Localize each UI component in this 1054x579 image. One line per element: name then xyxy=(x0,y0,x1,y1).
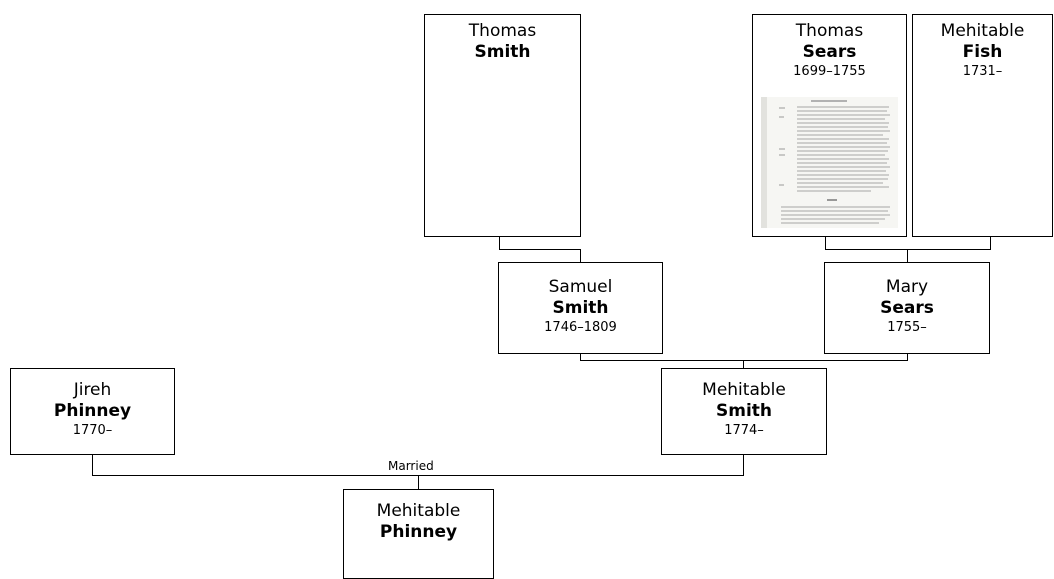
connector-line xyxy=(499,237,500,250)
person-card-mehitable-fish[interactable]: Mehitable Fish 1731– xyxy=(912,14,1053,237)
surname: Sears xyxy=(880,298,934,318)
person-card-mary-sears[interactable]: Mary Sears 1755– xyxy=(824,262,990,354)
connector-line xyxy=(580,249,581,262)
given-name: Mehitable xyxy=(702,380,786,400)
life-dates: 1774– xyxy=(724,423,764,438)
surname: Smith xyxy=(474,42,531,62)
surname: Fish xyxy=(962,42,1003,62)
surname: Smith xyxy=(552,298,609,318)
person-card-mehitable-phinney[interactable]: Mehitable Phinney xyxy=(343,489,494,579)
given-name: Samuel xyxy=(548,277,613,297)
life-dates: 1699–1755 xyxy=(793,64,866,79)
connector-line xyxy=(825,237,826,250)
connector-line xyxy=(907,354,908,361)
person-card-mehitable-smith[interactable]: Mehitable Smith 1774– xyxy=(661,368,827,455)
connector-line xyxy=(92,455,93,476)
married-label: Married xyxy=(388,459,434,473)
person-card-jireh-phinney[interactable]: Jireh Phinney 1770– xyxy=(10,368,175,455)
person-card-thomas-smith[interactable]: Thomas Smith xyxy=(424,14,581,237)
surname: Phinney xyxy=(379,522,458,542)
given-name: Thomas xyxy=(468,21,537,41)
connector-line xyxy=(580,354,581,361)
given-name: Mehitable xyxy=(376,501,461,521)
life-dates: 1770– xyxy=(72,423,113,438)
connector-line xyxy=(499,249,581,250)
given-name: Jireh xyxy=(73,380,112,400)
life-dates: 1731– xyxy=(962,64,1003,79)
connector-line xyxy=(990,237,991,250)
given-name: Thomas xyxy=(795,21,864,41)
life-dates: 1755– xyxy=(887,320,927,335)
surname: Sears xyxy=(802,42,857,62)
person-card-thomas-sears[interactable]: Thomas Sears 1699–1755 xyxy=(752,14,907,237)
connector-line xyxy=(580,360,908,361)
given-name: Mehitable xyxy=(940,21,1025,41)
connector-line xyxy=(907,249,908,262)
surname: Phinney xyxy=(53,401,132,421)
person-card-samuel-smith[interactable]: Samuel Smith 1746–1809 xyxy=(498,262,663,354)
given-name: Mary xyxy=(885,277,929,297)
surname: Smith xyxy=(715,401,772,421)
connector-line xyxy=(418,475,419,489)
connector-line xyxy=(743,455,744,476)
connector-line xyxy=(743,360,744,368)
document-thumbnail[interactable] xyxy=(761,97,898,228)
connector-line xyxy=(825,249,991,250)
life-dates: 1746–1809 xyxy=(544,320,617,335)
